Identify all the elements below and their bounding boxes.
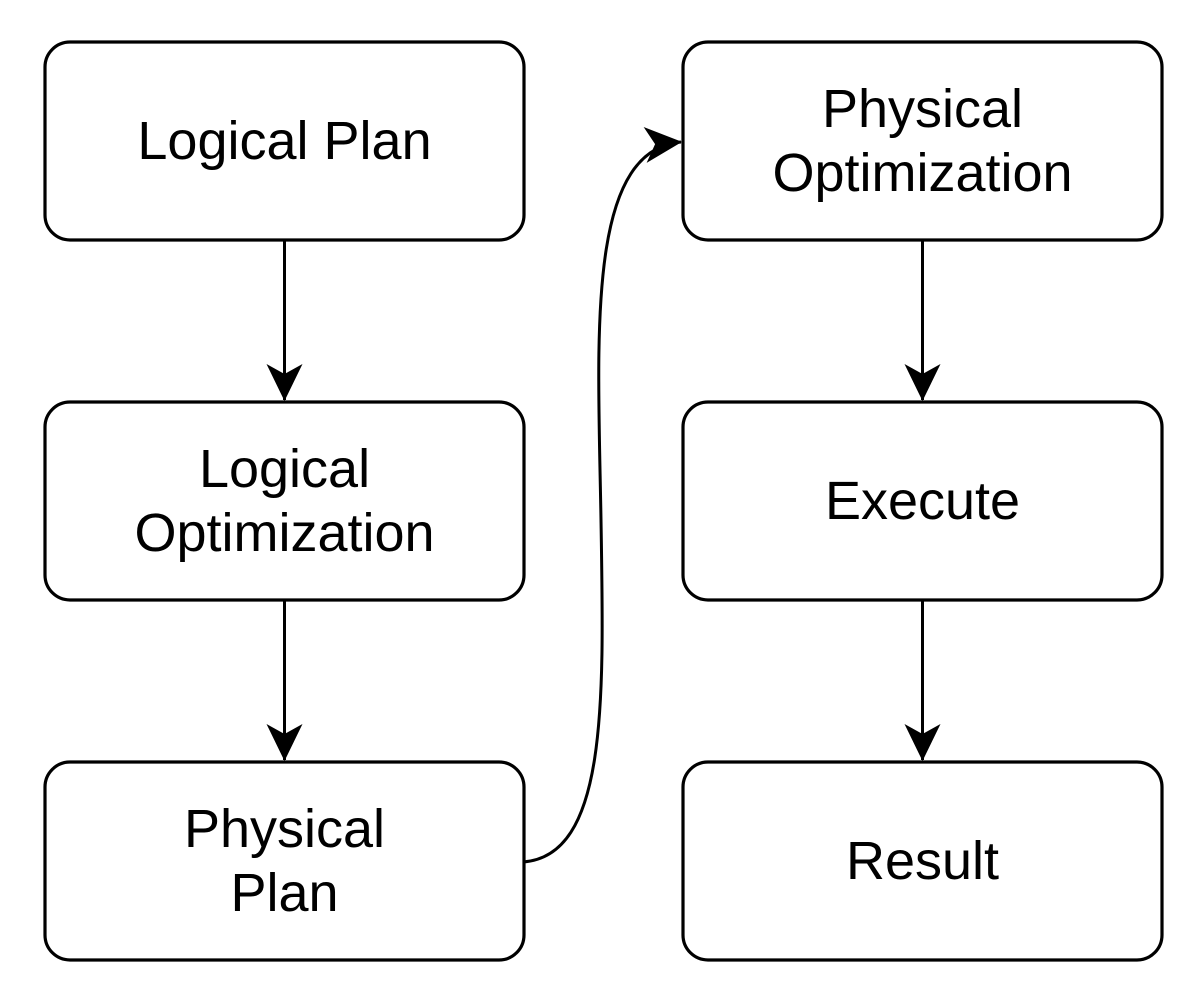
node-execute-label: Execute <box>825 471 1020 531</box>
node-logical-plan-box <box>43 40 526 242</box>
node-result-label: Result <box>846 831 999 891</box>
node-logical-plan-label: Logical Plan <box>137 111 431 171</box>
node-physical-optimization-label-line1: Physical <box>822 79 1023 139</box>
node-logical-optimization-label-line1: Logical <box>199 439 370 499</box>
node-result: Result <box>681 760 1164 962</box>
node-execute-box <box>681 400 1164 602</box>
node-logical-optimization-box <box>43 400 526 602</box>
node-physical-optimization-label-line2: Optimization <box>772 143 1072 203</box>
node-logical-plan: Logical Plan <box>43 40 526 242</box>
node-execute: Execute <box>681 400 1164 602</box>
node-logical-optimization: Logical Optimization <box>43 400 526 602</box>
node-logical-optimization-label-line2: Optimization <box>134 503 434 563</box>
node-physical-plan-label-line2: Plan <box>230 863 338 923</box>
node-physical-plan-label-line1: Physical <box>184 799 385 859</box>
node-physical-plan-box <box>43 760 526 962</box>
node-result-box <box>681 760 1164 962</box>
node-physical-plan: Physical Plan <box>43 760 526 962</box>
node-physical-optimization-box <box>681 40 1164 242</box>
node-physical-optimization: Physical Optimization <box>681 40 1164 242</box>
edge-physical-plan-to-physical-optimization <box>522 127 682 864</box>
